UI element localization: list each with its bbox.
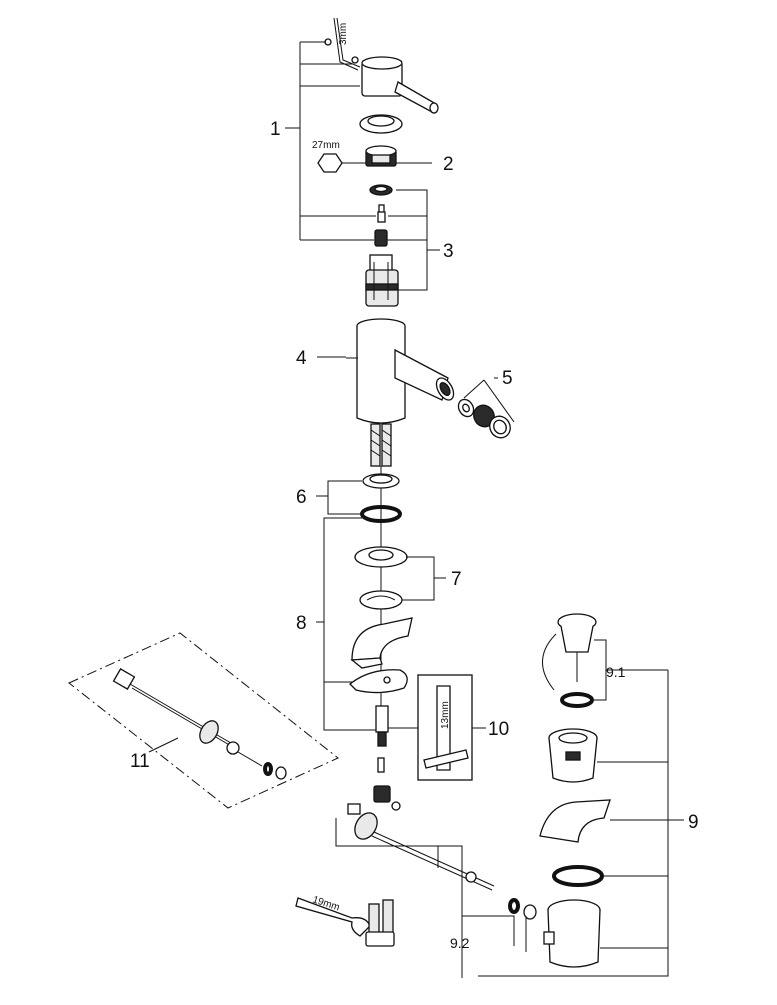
mounting-gasket — [350, 617, 413, 669]
popup-rod-assembly — [347, 757, 537, 920]
bonnet-nut — [365, 145, 397, 167]
hex-nut-27mm-label-group: 27mm — [312, 140, 343, 173]
tool-13mm-label: 13mm — [440, 701, 451, 729]
flex-hoses — [370, 423, 392, 742]
callout-4: 4 — [296, 348, 307, 369]
hex-nut-size-label: 27mm — [312, 140, 340, 151]
drain-plug — [542, 613, 597, 708]
callout-11: 11 — [130, 751, 150, 772]
set-screw-icon — [351, 56, 359, 64]
cartridge — [365, 254, 399, 307]
callout-9: 9 — [688, 812, 699, 833]
callout-5: 5 — [502, 368, 513, 389]
callout-7: 7 — [451, 569, 462, 590]
callout-8: 8 — [296, 613, 307, 634]
leader-lines — [148, 41, 684, 978]
mounting-rings — [354, 473, 408, 610]
tool-13mm-box: 13mm — [417, 674, 473, 781]
wrench-19mm: 19mm — [295, 894, 395, 947]
callout-numbers: 1 2 3 4 5 6 7 8 10 11 9 9.1 9.2 — [130, 119, 699, 951]
linkage-kit-11 — [68, 632, 339, 809]
callout-9-1: 9.1 — [606, 664, 626, 680]
allen-key-3mm: 3mm — [324, 17, 361, 71]
callout-10: 10 — [488, 719, 509, 740]
lever-handle — [361, 56, 439, 114]
callout-1: 1 — [270, 119, 281, 140]
callout-3: 3 — [443, 241, 454, 262]
mounting-plate — [349, 669, 408, 694]
callout-6: 6 — [296, 487, 307, 508]
threaded-stud — [375, 705, 389, 747]
callout-9-2: 9.2 — [450, 935, 470, 951]
cartridge-small-parts — [369, 184, 393, 247]
drain-body — [539, 728, 611, 968]
cover-ring — [359, 114, 403, 134]
aerator-parts — [457, 398, 511, 439]
hex-icon — [317, 153, 343, 173]
faucet-body — [346, 318, 455, 424]
allen-key-size-label: 3mm — [338, 23, 349, 45]
callout-2: 2 — [443, 154, 454, 175]
